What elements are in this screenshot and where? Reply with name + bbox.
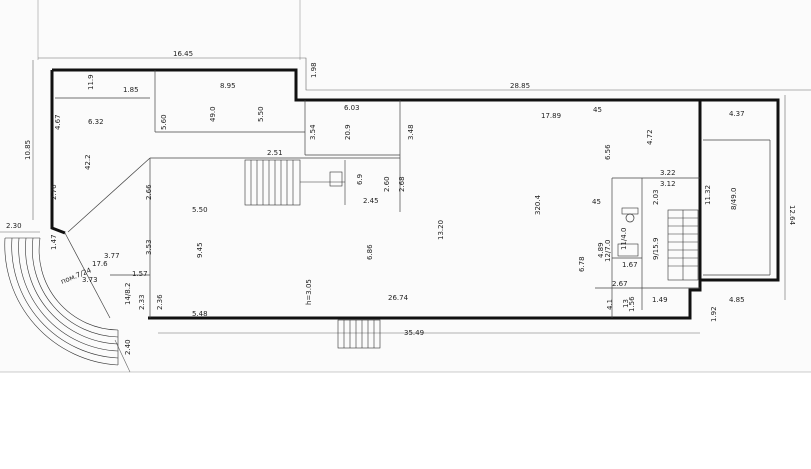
room-label: 2.33: [138, 294, 146, 310]
room-label: 11/4.0: [620, 228, 628, 250]
room-label: 6.78: [578, 256, 586, 272]
room-label: 45: [593, 106, 602, 114]
room-label: 1.67: [622, 261, 638, 269]
room-label: 4.37: [729, 110, 745, 118]
room-label: 5.60: [160, 114, 168, 130]
dim-top-left: 16.45: [173, 50, 193, 58]
room-label: 4.67: [54, 114, 62, 130]
outer-walls: [50, 68, 780, 320]
dim-left-total: 10.85: [24, 140, 32, 160]
room-label: 4.85: [729, 296, 745, 304]
room-label: 4.1: [606, 299, 614, 310]
room-label: 1.57: [132, 270, 148, 278]
curved-porch-steps: [4, 237, 119, 366]
room-label: 11.9: [87, 74, 95, 90]
room-label: 14/8.2: [124, 283, 132, 305]
room-label: 9/15.9: [652, 238, 660, 260]
dim-left-offset: 2.30: [6, 222, 22, 230]
room-label: 2.76: [50, 184, 58, 200]
right-stair: [667, 209, 699, 281]
room-label: 17.89: [541, 112, 561, 120]
dim-top-right: 28.85: [510, 82, 530, 90]
room-label: 4.72: [646, 129, 654, 145]
dim-right-total: 12.64: [788, 205, 796, 226]
room-label: 2.66: [145, 184, 153, 200]
dimension-lines: [0, 57, 811, 373]
room-label: 6.56: [604, 144, 612, 160]
room-label: 49.0: [209, 106, 217, 122]
dim-bottom-left: 5.48: [192, 310, 208, 318]
room-label: 2.60: [383, 176, 391, 192]
room-label: 5.50: [257, 106, 265, 122]
room-label: 1.56: [628, 296, 636, 312]
room-label: 3.73: [82, 276, 98, 284]
room-label: 6.03: [344, 104, 360, 112]
room-label: 13: [622, 299, 630, 308]
dim-right-offset: 1.92: [710, 306, 718, 322]
dim-top-step: 1.98: [310, 62, 318, 78]
room-label: 13.20: [437, 220, 445, 240]
room-label: 8/49.0: [730, 188, 738, 210]
room-label: 1.85: [123, 86, 139, 94]
room-label: 6.9: [356, 174, 364, 185]
room-labels: 1.85 11.9 6.32 8.95 5.60 49.0 5.50 6.03 …: [50, 74, 745, 312]
dim-stair-width: 2.51: [267, 149, 283, 157]
room-label: 3.53: [145, 239, 153, 255]
room-label: 5.50: [192, 206, 208, 214]
room-label: 2.03: [652, 189, 660, 205]
room-label: 4.89: [597, 242, 605, 258]
dim-bottom-left-offset: 2.40: [124, 339, 132, 355]
room-label: 2.36: [156, 294, 164, 310]
dim-bottom-inner: 26.74: [388, 294, 409, 302]
room-label: 3.12: [660, 180, 676, 188]
room-label: 1.49: [652, 296, 668, 304]
fixtures: [329, 171, 639, 257]
entrance-stair: [337, 319, 381, 349]
elevator-icon: [329, 171, 343, 187]
room-label: 20.9: [344, 124, 352, 140]
room-label: 17.6: [92, 260, 108, 268]
interior-walls: [55, 70, 771, 319]
dim-bottom-total: 35.49: [404, 329, 424, 337]
scan-area: [0, 0, 811, 372]
shower-icon: [617, 243, 639, 257]
dim-stair-run: 2.45: [363, 197, 379, 205]
dimension-labels: 16.45 1.98 28.85 35.49 26.74 5.48 10.85 …: [6, 50, 796, 355]
dim-corridor: 3.54: [309, 124, 317, 140]
room-label: 3.22: [660, 169, 676, 177]
room-label: 3.77: [104, 252, 120, 260]
room-label: 9.45: [196, 242, 204, 258]
room-label: 45: [592, 198, 601, 206]
room-label: 8.95: [220, 82, 236, 90]
room-label: 2.68: [398, 176, 406, 192]
room-label: 12/7.0: [604, 240, 612, 262]
dim-corridor-2: 3.48: [407, 124, 415, 140]
room-label: 6.32: [88, 118, 104, 126]
room-label: 2.67: [612, 280, 628, 288]
room-label: 11.32: [704, 185, 712, 205]
room-label: 320.4: [534, 194, 542, 215]
room-label: 1.47: [50, 234, 58, 250]
sink-icon: [621, 207, 639, 215]
room-label: h=3.05: [305, 279, 313, 305]
room-label: 42.2: [84, 154, 92, 170]
main-stair: [244, 159, 346, 206]
room-label: 6.86: [366, 244, 374, 260]
